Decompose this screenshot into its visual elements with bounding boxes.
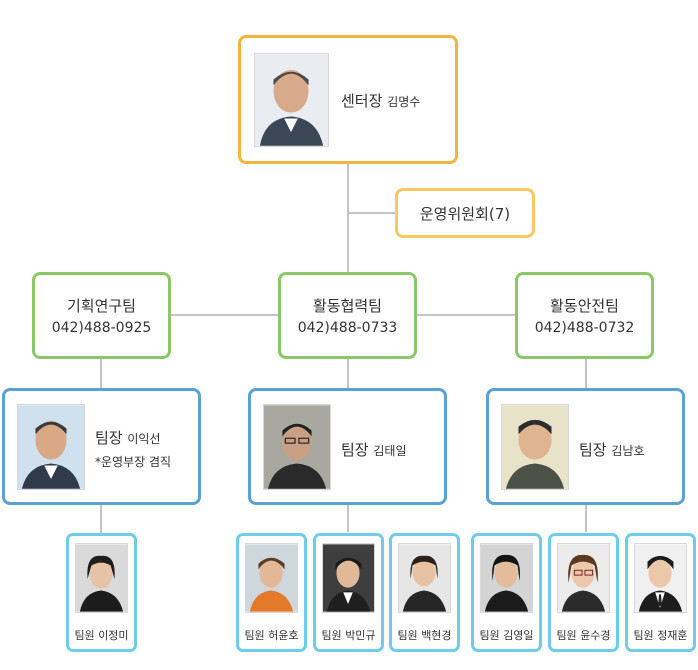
director-box[interactable]: 센터장 김명수 bbox=[238, 35, 458, 164]
member-photo bbox=[480, 543, 533, 613]
connector-team1-leader bbox=[100, 358, 102, 391]
leader-box-cooperation[interactable]: 팀장 김태일 bbox=[248, 388, 447, 505]
member-label: 팀원 정재훈 bbox=[628, 627, 693, 643]
member-photo bbox=[75, 543, 128, 613]
member-card[interactable]: 팀원 박민규 bbox=[313, 533, 384, 652]
member-label: 팀원 박민규 bbox=[316, 627, 381, 643]
member-name: 허윤호 bbox=[268, 629, 299, 642]
member-card[interactable]: 팀원 이정미 bbox=[66, 533, 137, 652]
leader-title: 팀장 bbox=[95, 429, 123, 447]
member-photo bbox=[398, 543, 451, 613]
member-card[interactable]: 팀원 백현경 bbox=[389, 533, 460, 652]
committee-label: 운영위원회(7) bbox=[419, 205, 511, 223]
leader-title: 팀장 bbox=[579, 441, 607, 459]
team-phone: 042)488-0925 bbox=[51, 320, 152, 336]
member-label: 팀원 윤수경 bbox=[551, 627, 616, 643]
team-phone: 042)488-0732 bbox=[534, 320, 635, 336]
member-card[interactable]: 팀원 김영일 bbox=[471, 533, 542, 652]
member-label: 팀원 김영일 bbox=[474, 627, 539, 643]
member-title: 팀원 bbox=[397, 629, 418, 642]
director-name: 김명수 bbox=[387, 95, 421, 109]
team-box-safety[interactable]: 활동안전팀 042)488-0732 bbox=[515, 272, 654, 359]
connector-leader1-member bbox=[100, 504, 102, 536]
team-box-planning[interactable]: 기획연구팀 042)488-0925 bbox=[32, 272, 171, 359]
team-name: 활동협력팀 bbox=[312, 297, 382, 315]
leader-title: 팀장 bbox=[341, 441, 369, 459]
member-title: 팀원 bbox=[321, 629, 342, 642]
leader-note: *운영부장 겸직 bbox=[95, 455, 172, 469]
member-label: 팀원 이정미 bbox=[69, 627, 134, 643]
director-title: 센터장 bbox=[341, 92, 383, 110]
team-name: 활동안전팀 bbox=[549, 297, 619, 315]
member-name: 김영일 bbox=[503, 629, 534, 642]
member-name: 윤수경 bbox=[580, 629, 611, 642]
leader-name: 이익선 bbox=[127, 432, 161, 446]
member-photo bbox=[557, 543, 610, 613]
member-label: 팀원 허윤호 bbox=[239, 627, 304, 643]
leader-photo bbox=[501, 404, 569, 490]
member-name: 박민규 bbox=[345, 629, 376, 642]
member-title: 팀원 bbox=[479, 629, 500, 642]
leader-label: 팀장 이익선 bbox=[95, 427, 161, 448]
leader-box-safety[interactable]: 팀장 김남호 bbox=[486, 388, 685, 505]
member-photo bbox=[245, 543, 298, 613]
member-title: 팀원 bbox=[244, 629, 265, 642]
leader-photo bbox=[17, 404, 85, 490]
connector-leader3-members bbox=[585, 504, 587, 532]
connector-committee bbox=[348, 212, 398, 214]
leader-box-planning[interactable]: 팀장 이익선 *운영부장 겸직 bbox=[2, 388, 201, 505]
member-name: 정재훈 bbox=[657, 629, 688, 642]
member-title: 팀원 bbox=[633, 629, 654, 642]
team-name: 기획연구팀 bbox=[66, 297, 136, 315]
connector-director-down bbox=[347, 162, 349, 274]
member-title: 팀원 bbox=[74, 629, 95, 642]
member-name: 이정미 bbox=[98, 629, 129, 642]
leader-label: 팀장 김남호 bbox=[579, 439, 645, 460]
member-card[interactable]: 팀원 허윤호 bbox=[236, 533, 307, 652]
team-phone: 042)488-0733 bbox=[297, 320, 398, 336]
member-label: 팀원 백현경 bbox=[392, 627, 457, 643]
director-label: 센터장 김명수 bbox=[341, 90, 420, 111]
member-name: 백현경 bbox=[421, 629, 452, 642]
connector-team2-leader bbox=[347, 358, 349, 391]
committee-box[interactable]: 운영위원회(7) bbox=[395, 188, 535, 238]
leader-name: 김태일 bbox=[373, 444, 407, 458]
connector-leader2-members bbox=[347, 504, 349, 532]
connector-team3-leader bbox=[585, 358, 587, 391]
member-photo bbox=[634, 543, 687, 613]
director-photo bbox=[254, 53, 329, 147]
member-card[interactable]: 팀원 정재훈 bbox=[625, 533, 696, 652]
leader-label: 팀장 김태일 bbox=[341, 439, 407, 460]
leader-name: 김남호 bbox=[611, 444, 645, 458]
member-title: 팀원 bbox=[556, 629, 577, 642]
member-card[interactable]: 팀원 윤수경 bbox=[548, 533, 619, 652]
member-photo bbox=[322, 543, 375, 613]
team-box-cooperation[interactable]: 활동협력팀 042)488-0733 bbox=[278, 272, 417, 359]
leader-photo bbox=[263, 404, 331, 490]
